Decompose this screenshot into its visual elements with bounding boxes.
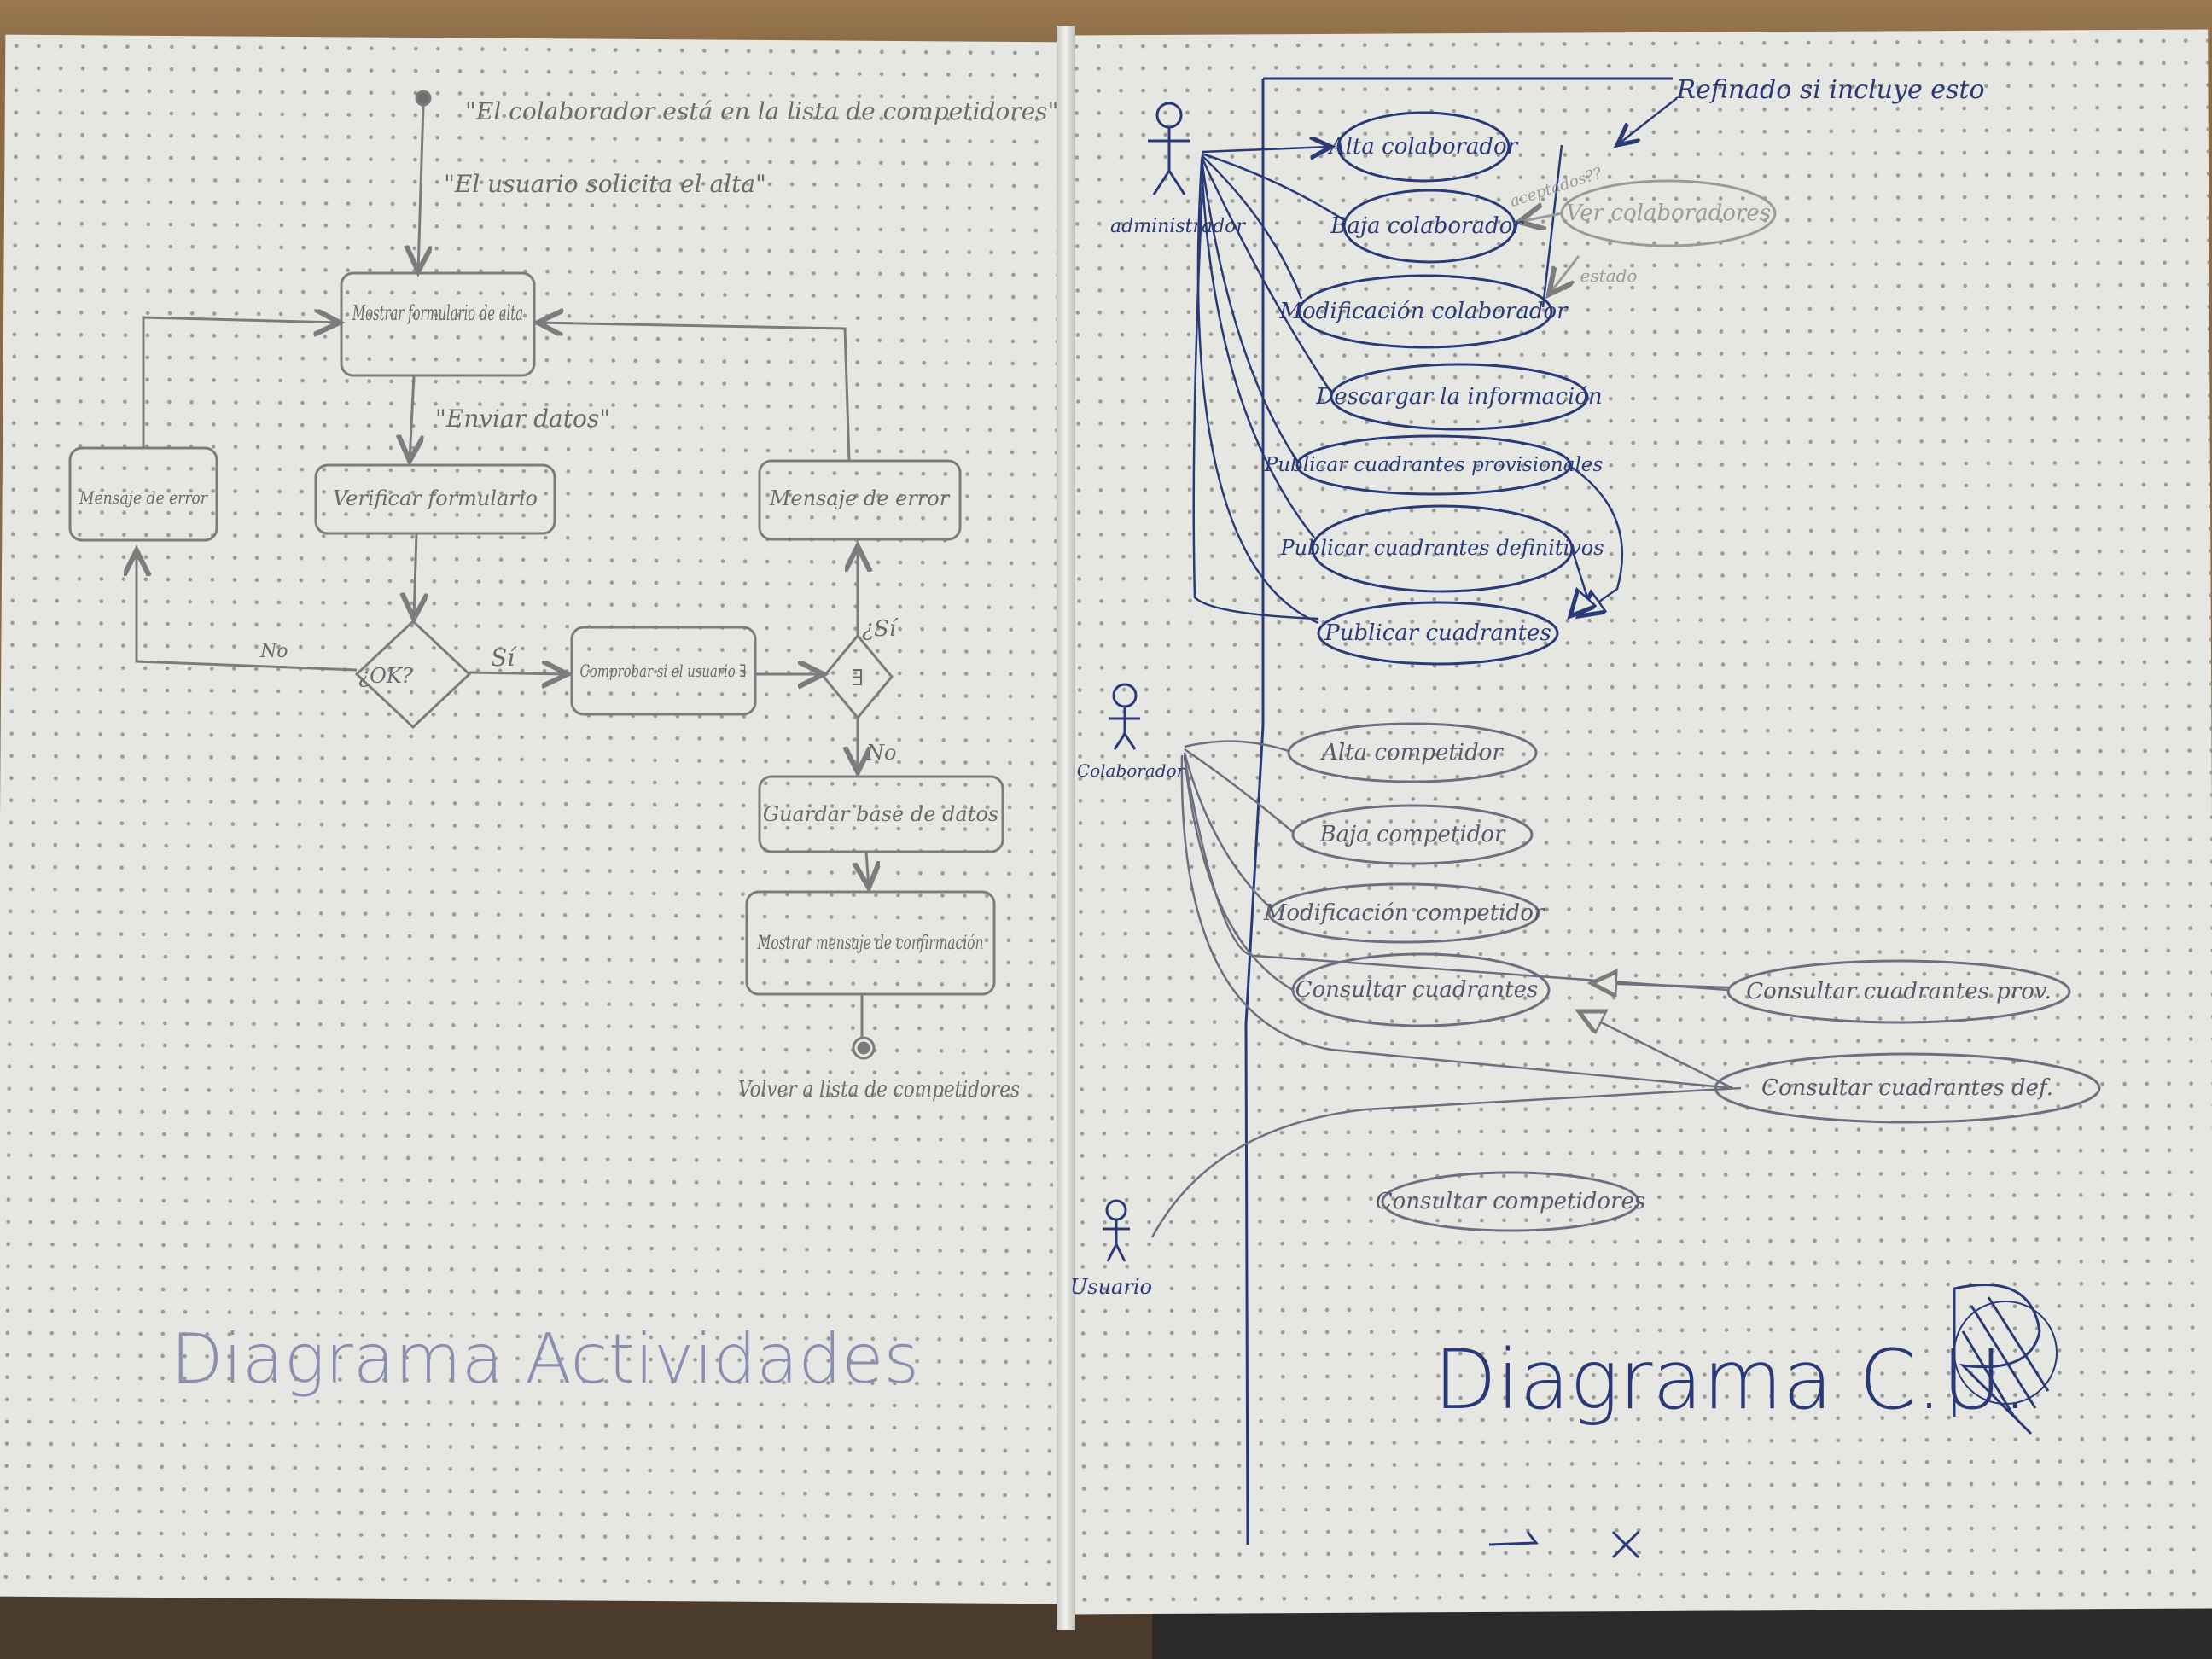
uc-label-4: Publicar cuadrantes provisionales: [1264, 454, 1604, 476]
box-save-db-label: Guardar base de datos: [763, 802, 998, 826]
small-arrow-mark: [1488, 1531, 1539, 1546]
activity-show-confirm: [745, 890, 996, 996]
activity-check-user: [570, 626, 757, 716]
uc-label-3: Descargar la información: [1315, 384, 1602, 410]
label-no-2: No: [865, 741, 896, 765]
box-show-confirm-label: Mostrar mensaje de confirmación: [757, 933, 984, 954]
box-show-form-label: Mostrar formulario de alta: [352, 301, 523, 325]
label-si-q: ¿Sí: [862, 616, 899, 642]
uc-label-0: Alta colaborador: [1328, 134, 1519, 160]
uc-label-prov: Consultar cuadrantes prov.: [1746, 979, 2052, 1004]
uc-label-1: Baja colaborador: [1330, 213, 1524, 239]
system-boundary: [1244, 79, 1265, 1545]
uc-label-5: Publicar cuadrantes definitivos: [1279, 536, 1604, 560]
uc-alta-colaborador: [1336, 111, 1511, 183]
uc-label-c2: Modificación competidor: [1263, 900, 1545, 926]
decision-ok: [354, 619, 472, 730]
box-error-right-label: Mensaje de error: [769, 486, 951, 510]
note-return: Volver a lista de competidores: [738, 1077, 1020, 1103]
uc-label-c3: Consultar cuadrantes: [1295, 977, 1539, 1003]
uc-label-c1: Baja competidor: [1319, 822, 1506, 847]
activity-error-right: [758, 459, 962, 541]
small-x-mark: [1611, 1530, 1640, 1559]
uc-label-user: Consultar competidores: [1376, 1189, 1645, 1214]
label-si: Sí: [491, 643, 517, 672]
note-top-1: "El colaborador está en la lista de comp…: [465, 97, 1058, 125]
uc-label-6: Publicar cuadrantes: [1324, 620, 1551, 646]
activity-diagram-title: Diagrama Actividades: [171, 1319, 919, 1399]
uc-consultar-prov: [1726, 959, 2071, 1024]
label-send-data: "Enviar datos": [435, 405, 610, 433]
actor-user: [1103, 1199, 1130, 1262]
actor-collaborator: [1109, 683, 1140, 750]
label-no: No: [259, 641, 288, 662]
decision-ok-label: ¿OK?: [358, 664, 412, 688]
uc-baja-competidor: [1291, 804, 1534, 865]
actor-user-label: Usuario: [1070, 1275, 1152, 1299]
notebook-spine: [1057, 26, 1075, 1630]
uc-modificacion-colaborador: [1297, 274, 1553, 349]
uc-alta-competidor: [1287, 722, 1538, 783]
box-check-user-label: Comprobar si el usuario ∃: [580, 661, 747, 681]
actor-admin-label: administrador: [1110, 216, 1246, 237]
start-node: [415, 90, 432, 107]
uc-label-see-collab: Ver colaboradores: [1566, 201, 1771, 226]
uc-consultar-competidores: [1381, 1171, 1640, 1232]
use-case-diagram-title: Diagrama C.U.: [1434, 1332, 2029, 1428]
end-node: [852, 1036, 876, 1060]
actor-admin: [1148, 102, 1190, 195]
uc-consultar-def: [1714, 1052, 2101, 1124]
activity-verify-form: [314, 463, 556, 535]
activity-save-db: [758, 775, 1004, 853]
note-top-2: "El usuario solicita el alta": [444, 170, 766, 198]
actor-collab-label: Colaborador: [1077, 760, 1186, 781]
box-error-left-label: Mensaje de error: [79, 487, 208, 508]
note-refined: Refinado si incluye esto: [1675, 75, 1984, 105]
uc-label-def: Consultar cuadrantes def.: [1761, 1075, 2053, 1101]
uc-label-2: Modificación colaborador: [1278, 299, 1569, 324]
box-verify-form-label: Verificar formulario: [333, 486, 538, 510]
note-state: estado: [1580, 265, 1638, 286]
uc-label-c0: Alta competidor: [1320, 740, 1504, 765]
uc-publicar-cuadrantes: [1317, 601, 1559, 666]
scribble-mark: [1953, 1284, 2058, 1435]
uc-descargar-informacion: [1330, 363, 1589, 431]
decision-exists-label: ∃: [852, 666, 864, 691]
uc-modificacion-competidor: [1267, 882, 1540, 944]
